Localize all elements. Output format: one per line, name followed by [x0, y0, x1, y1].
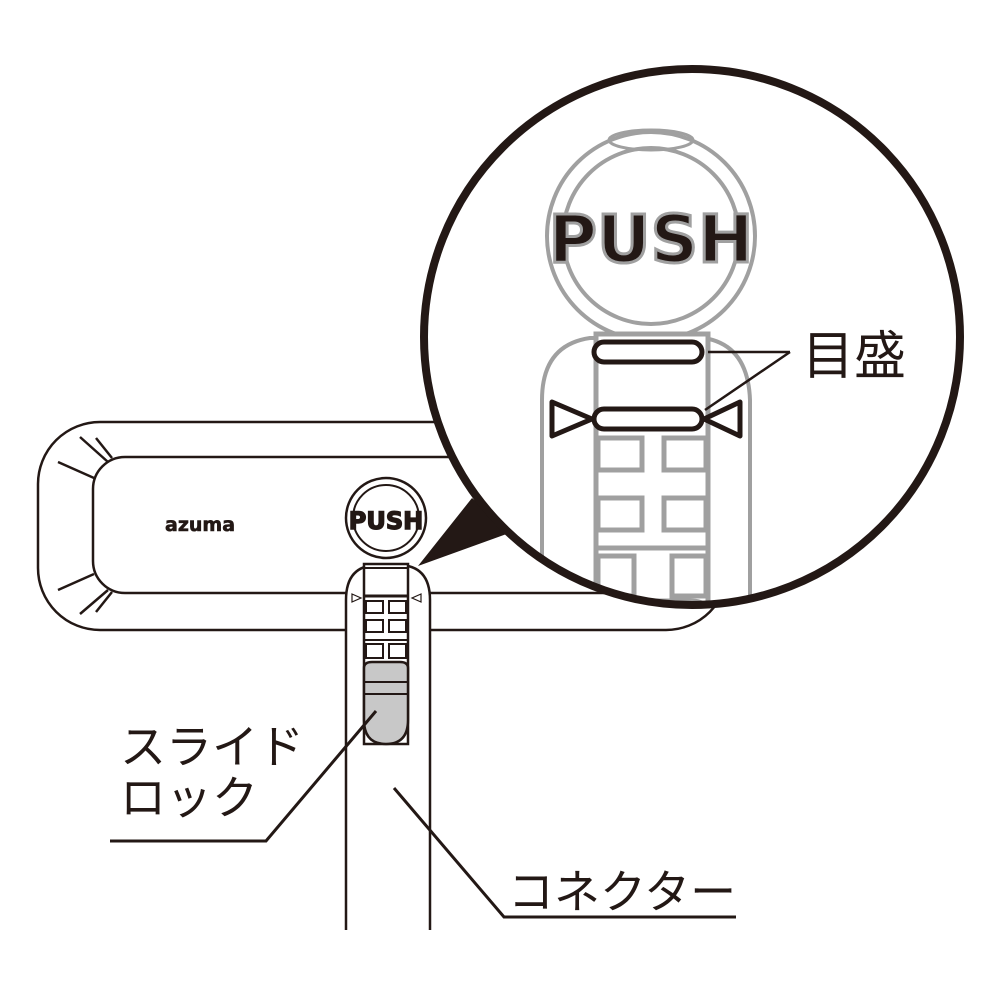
slide-lock-leader	[110, 710, 378, 843]
connector-leader	[392, 787, 736, 919]
scale-label: 目盛	[802, 327, 906, 387]
scale-arrow-right-icon	[701, 399, 743, 439]
scale-arrow-left-icon	[549, 399, 595, 439]
scale-mark-left-icon	[351, 593, 363, 603]
scale-mark-right-icon	[410, 593, 422, 603]
slide-lock-label-line1: スライド	[120, 720, 304, 774]
scale-mark-upper	[591, 339, 705, 365]
magnified-connector: PUSH	[540, 128, 791, 605]
slide-lock[interactable]	[362, 660, 410, 746]
brand-logo: azuma	[165, 514, 235, 536]
magnifier-ring	[420, 65, 964, 609]
scale-mark-lower	[591, 406, 705, 432]
slide-lock-label-line2: ロック	[120, 771, 258, 825]
connector-label: コネクター	[508, 865, 736, 919]
push-button[interactable]	[344, 476, 428, 560]
push-button-label: PUSH	[349, 507, 423, 535]
magnified-push-label: PUSH	[549, 201, 754, 278]
connector: PUSH	[344, 476, 432, 930]
